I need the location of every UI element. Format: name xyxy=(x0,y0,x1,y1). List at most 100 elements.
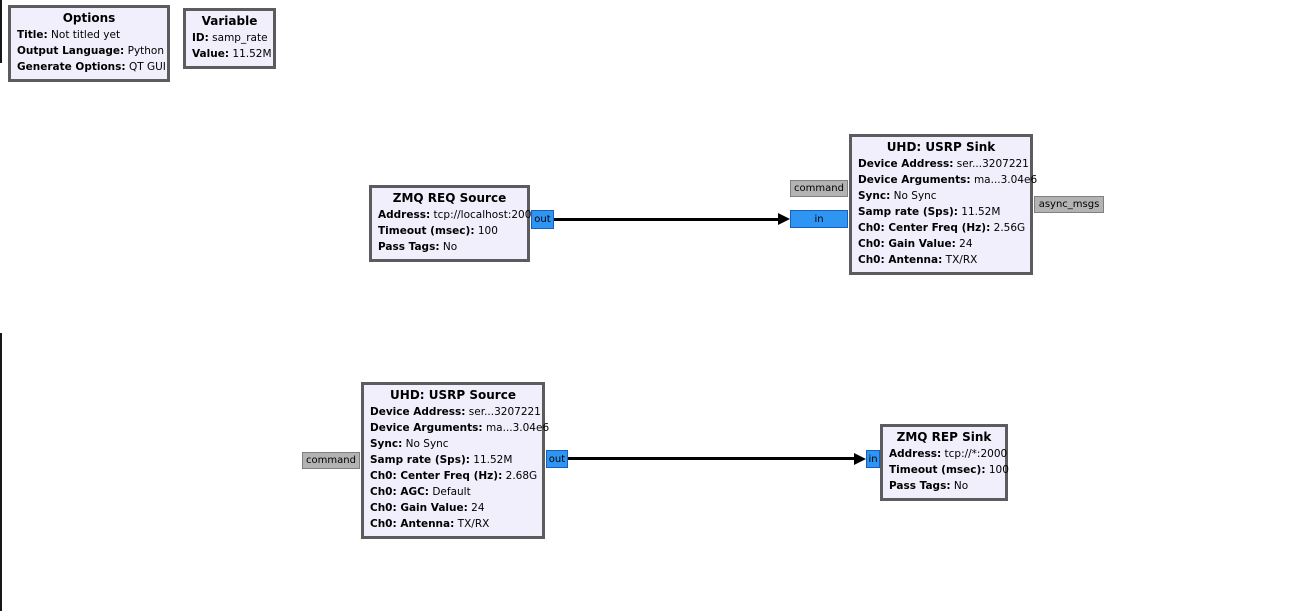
port-command[interactable]: command xyxy=(790,180,848,197)
param-row: Ch0: AGC: Default xyxy=(370,484,536,500)
param-label: Samp rate (Sps): xyxy=(370,454,470,466)
param-label: Pass Tags: xyxy=(889,480,951,492)
param-value: 2.56G xyxy=(993,222,1026,234)
param-label: Ch0: Gain Value: xyxy=(370,502,468,514)
block-zmq-rep-sink[interactable]: ZMQ REP Sink Address: tcp://*:2000 Timeo… xyxy=(880,424,1009,501)
param-row: Device Address: ser...3207221 xyxy=(370,404,541,420)
param-label: Ch0: Antenna: xyxy=(370,518,455,530)
param-row: Device Arguments: ma...3.04e6 xyxy=(370,420,549,436)
param-label: Address: xyxy=(889,448,942,460)
param-label: Ch0: Center Freq (Hz): xyxy=(370,470,503,482)
param-row: Device Arguments: ma...3.04e6 xyxy=(858,172,1037,188)
param-value: ma...3.04e6 xyxy=(973,174,1038,186)
param-label: Device Arguments: xyxy=(858,174,971,186)
block-title: ZMQ REQ Source xyxy=(392,191,507,205)
param-label: Samp rate (Sps): xyxy=(858,206,958,218)
port-in[interactable]: in xyxy=(790,210,848,228)
param-row: Ch0: Center Freq (Hz): 2.68G xyxy=(370,468,538,484)
param-value: Default xyxy=(432,486,471,498)
block-title: ZMQ REP Sink xyxy=(896,430,992,444)
param-value: 11.52M xyxy=(473,454,513,466)
param-row: Sync: No Sync xyxy=(858,188,1024,204)
param-row: Ch0: Antenna: TX/RX xyxy=(370,516,536,532)
param-value: No Sync xyxy=(405,438,449,450)
port-out[interactable]: out xyxy=(546,450,568,468)
param-value: TX/RX xyxy=(457,518,490,530)
param-value: No Sync xyxy=(893,190,937,202)
block-title: UHD: USRP Sink xyxy=(886,140,996,154)
param-value: No xyxy=(953,480,969,492)
param-value: ser...3207221 xyxy=(468,406,541,418)
param-label: Timeout (msec): xyxy=(889,464,986,476)
param-value: tcp://*:2000 xyxy=(944,448,1008,460)
block-title: UHD: USRP Source xyxy=(390,388,516,402)
param-value: Not titled yet xyxy=(51,29,121,41)
param-label: Address: xyxy=(378,209,431,221)
param-value: samp_rate xyxy=(212,32,268,44)
block-zmq-req-source[interactable]: ZMQ REQ Source Address: tcp://localhost:… xyxy=(369,185,538,262)
param-value: No xyxy=(442,241,458,253)
param-label: Pass Tags: xyxy=(378,241,440,253)
param-value: ser...3207221 xyxy=(956,158,1029,170)
param-row: Address: tcp://*:2000 xyxy=(889,446,1007,462)
param-value: tcp://localhost:2001 xyxy=(433,209,539,221)
param-value: 24 xyxy=(471,502,485,514)
param-value: 11.52M xyxy=(961,206,1001,218)
param-row: Generate Options: QT GUI xyxy=(17,59,166,75)
block-title: Options xyxy=(62,11,116,25)
param-value: 24 xyxy=(959,238,973,250)
param-value: TX/RX xyxy=(945,254,978,266)
param-label: Sync: xyxy=(858,190,891,202)
param-label: Generate Options: xyxy=(17,61,126,73)
param-value: 2.68G xyxy=(505,470,538,482)
port-out[interactable]: out xyxy=(531,210,554,229)
block-options[interactable]: Options Title: Not titled yet Output Lan… xyxy=(8,5,170,82)
param-row: Samp rate (Sps): 11.52M xyxy=(858,204,1024,220)
param-row: Ch0: Center Freq (Hz): 2.56G xyxy=(858,220,1026,236)
param-label: ID: xyxy=(192,32,209,44)
param-label: Device Arguments: xyxy=(370,422,483,434)
param-row: Ch0: Gain Value: 24 xyxy=(370,500,536,516)
block-variable[interactable]: Variable ID: samp_rate Value: 11.52M xyxy=(183,8,276,69)
param-value: 11.52M xyxy=(232,48,272,60)
param-label: Sync: xyxy=(370,438,403,450)
param-row: Address: tcp://localhost:2001 xyxy=(378,207,538,223)
block-usrp-source[interactable]: UHD: USRP Source Device Address: ser...3… xyxy=(361,382,549,539)
param-row: Timeout (msec): 100 xyxy=(889,462,1009,478)
param-row: Pass Tags: No xyxy=(378,239,521,255)
param-label: Title: xyxy=(17,29,48,41)
wire-arrowhead-icon xyxy=(778,213,790,225)
param-row: Ch0: Gain Value: 24 xyxy=(858,236,1024,252)
wire-req-source-to-usrp-sink[interactable] xyxy=(554,218,779,221)
param-row: Device Address: ser...3207221 xyxy=(858,156,1029,172)
param-row: ID: samp_rate xyxy=(192,30,268,46)
param-label: Timeout (msec): xyxy=(378,225,475,237)
port-async-msgs[interactable]: async_msgs xyxy=(1034,196,1104,213)
port-command[interactable]: command xyxy=(302,452,360,469)
wire-usrp-source-to-rep-sink[interactable] xyxy=(568,457,855,460)
wire-arrowhead-icon xyxy=(854,453,866,465)
param-row: Timeout (msec): 100 xyxy=(378,223,521,239)
param-label: Device Address: xyxy=(858,158,954,170)
port-in[interactable]: in xyxy=(866,450,880,468)
block-title: Variable xyxy=(201,14,258,28)
param-row: Pass Tags: No xyxy=(889,478,999,494)
window-edge-left xyxy=(0,0,2,63)
param-row: Title: Not titled yet xyxy=(17,27,161,43)
param-row: Output Language: Python xyxy=(17,43,165,59)
param-value: 100 xyxy=(477,225,498,237)
param-value: QT GUI xyxy=(128,61,166,73)
param-label: Ch0: Gain Value: xyxy=(858,238,956,250)
param-row: Samp rate (Sps): 11.52M xyxy=(370,452,536,468)
param-value: Python xyxy=(127,45,165,57)
param-label: Ch0: Antenna: xyxy=(858,254,943,266)
block-usrp-sink[interactable]: UHD: USRP Sink Device Address: ser...320… xyxy=(849,134,1037,275)
param-label: Ch0: Center Freq (Hz): xyxy=(858,222,991,234)
param-value: ma...3.04e6 xyxy=(485,422,550,434)
param-row: Sync: No Sync xyxy=(370,436,536,452)
param-label: Output Language: xyxy=(17,45,125,57)
param-label: Value: xyxy=(192,48,230,60)
param-label: Ch0: AGC: xyxy=(370,486,429,498)
param-label: Device Address: xyxy=(370,406,466,418)
